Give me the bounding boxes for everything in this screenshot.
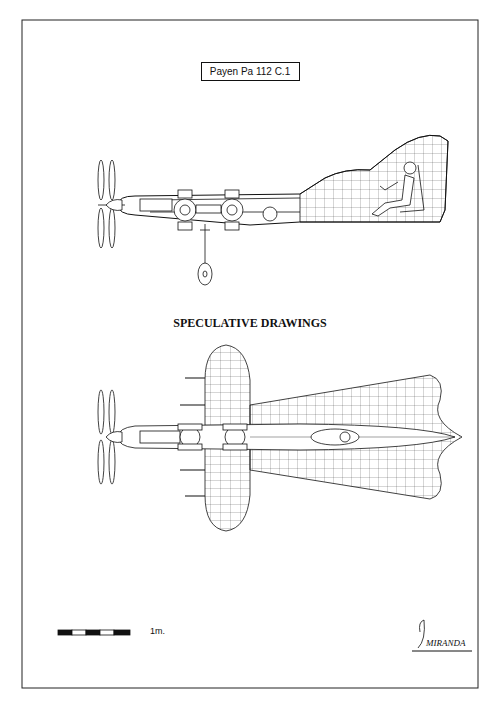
title-text: Payen Pa 112 C.1 [210, 66, 291, 77]
title-box: Payen Pa 112 C.1 [201, 62, 300, 81]
author-signature: MIRANDA [426, 638, 466, 648]
signature-underline [412, 651, 472, 652]
scale-label: 1m. [150, 626, 165, 636]
signature-flourish [418, 620, 424, 648]
side-view [98, 135, 448, 285]
drawing-note: SPECULATIVE DRAWINGS [173, 316, 326, 331]
scale-bar [58, 630, 130, 635]
top-view [98, 345, 462, 531]
page-border [22, 20, 478, 688]
